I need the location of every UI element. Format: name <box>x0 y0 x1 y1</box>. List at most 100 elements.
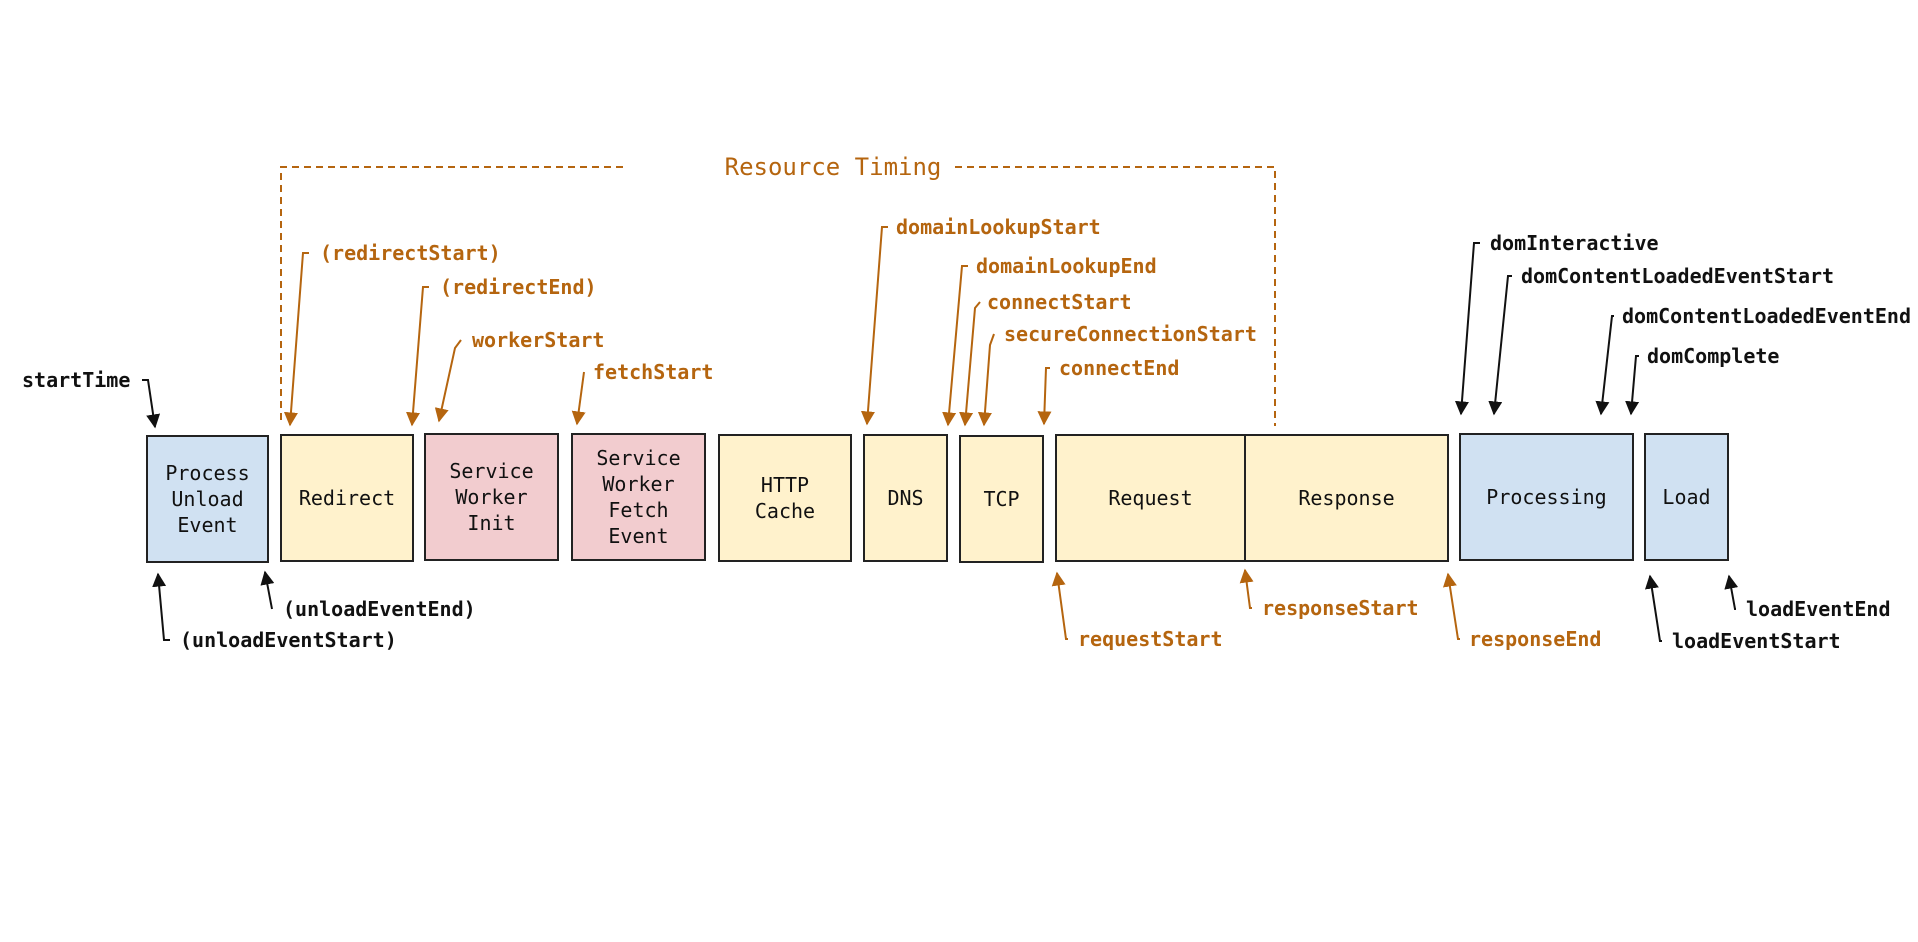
phase-label: Unload <box>171 487 243 511</box>
timestamp-label: loadEventEnd <box>1746 597 1891 621</box>
leader-arrow <box>1051 571 1068 640</box>
resource-timing-bracket: Resource Timing <box>280 153 1276 426</box>
leader-arrow <box>977 333 995 427</box>
marker-startTime: startTime <box>22 368 161 429</box>
leader-arrow <box>152 572 170 641</box>
phase-label: Processing <box>1486 485 1606 509</box>
phase-response: Response <box>1244 434 1449 562</box>
phase-processing: Processing <box>1459 433 1634 561</box>
leader-arrow <box>283 252 309 427</box>
marker-domContentLoadedEventStart: domContentLoadedEventStart <box>1488 264 1834 416</box>
marker-redirectEnd: (redirectEnd) <box>406 275 597 427</box>
timestamp-label: (redirectEnd) <box>440 275 597 299</box>
phase-label: Service <box>596 446 680 470</box>
timestamp-label: requestStart <box>1078 627 1223 651</box>
phase-label: Load <box>1662 485 1710 509</box>
phase-box <box>863 434 948 562</box>
leader-arrow <box>142 379 161 429</box>
timestamp-label: domainLookupStart <box>896 215 1101 239</box>
phase-box <box>1055 434 1246 562</box>
phase-label: Event <box>177 513 237 537</box>
leader-arrow <box>434 339 462 423</box>
timestamp-markers: startTime (unloadEventStart) (unloadEventE… <box>22 215 1911 653</box>
timestamp-label: (unloadEventStart) <box>180 628 397 652</box>
marker-loadEventStart: loadEventStart <box>1644 574 1841 653</box>
marker-domInteractive: domInteractive <box>1454 231 1659 416</box>
leader-arrow <box>942 265 968 427</box>
phase-box <box>146 435 269 563</box>
timestamp-label: (redirectStart) <box>320 241 501 265</box>
marker-loadEventEnd: loadEventEnd <box>1724 574 1891 621</box>
marker-domainLookupEnd: domainLookupEnd <box>942 254 1157 427</box>
marker-unloadEventEnd: (unloadEventEnd) <box>260 570 476 621</box>
marker-secureConnectionStart: secureConnectionStart <box>977 322 1257 427</box>
timestamp-label: connectEnd <box>1059 356 1179 380</box>
phase-label: Fetch <box>608 498 668 522</box>
leader-arrow <box>1488 275 1512 416</box>
timestamp-label: loadEventStart <box>1672 629 1841 653</box>
phase-label: Event <box>608 524 668 548</box>
timestamp-label: domContentLoadedEventStart <box>1521 264 1834 288</box>
phase-box <box>1459 433 1634 561</box>
marker-domComplete: domComplete <box>1625 344 1779 416</box>
marker-domainLookupStart: domainLookupStart <box>860 215 1101 426</box>
leader-arrow <box>260 570 275 610</box>
leader-arrow <box>1625 355 1640 416</box>
timestamp-label: startTime <box>22 368 130 392</box>
marker-responseEnd: responseEnd <box>1442 572 1601 651</box>
leader-arrow <box>1239 568 1254 609</box>
phase-label: Worker <box>602 472 674 496</box>
marker-fetchStart: fetchStart <box>571 360 713 426</box>
leader-arrow <box>1454 242 1480 416</box>
phase-box <box>718 434 852 562</box>
phase-label: Cache <box>755 499 815 523</box>
leader-arrow <box>406 286 429 427</box>
phase-dns: DNS <box>863 434 948 562</box>
timestamp-label: domComplete <box>1647 344 1779 368</box>
phase-label: HTTP <box>761 473 809 497</box>
phase-label: Redirect <box>299 486 395 510</box>
timestamp-label: (unloadEventEnd) <box>283 597 476 621</box>
timestamp-label: responseEnd <box>1469 627 1601 651</box>
phase-request: Request <box>1055 434 1246 562</box>
phase-label: Process <box>165 461 249 485</box>
phase-label: TCP <box>983 487 1019 511</box>
marker-unloadEventStart: (unloadEventStart) <box>152 572 397 652</box>
timestamp-label: fetchStart <box>593 360 713 384</box>
leader-arrow <box>1595 315 1614 416</box>
marker-domContentLoadedEventEnd: domContentLoadedEventEnd <box>1595 304 1911 416</box>
leader-arrow <box>959 301 981 427</box>
timestamp-label: domInteractive <box>1490 231 1659 255</box>
phase-label: Service <box>449 459 533 483</box>
marker-connectEnd: connectEnd <box>1037 356 1179 426</box>
phase-box <box>424 433 559 561</box>
marker-redirectStart: (redirectStart) <box>283 241 501 427</box>
leader-arrow <box>860 226 888 426</box>
phase-box <box>1244 434 1449 562</box>
leader-arrow <box>1037 367 1052 426</box>
timestamp-label: responseStart <box>1262 596 1419 620</box>
resource-timing-title: Resource Timing <box>725 153 942 181</box>
phase-label: DNS <box>887 486 923 510</box>
leader-arrow <box>1442 572 1460 640</box>
leader-arrow <box>1724 574 1739 610</box>
phase-box <box>1644 433 1729 561</box>
phase-label: Response <box>1298 486 1394 510</box>
phase-box <box>571 433 706 561</box>
timestamp-label: secureConnectionStart <box>1004 322 1257 346</box>
leader-arrow <box>571 371 586 426</box>
phase-label: Request <box>1108 486 1192 510</box>
timestamp-label: workerStart <box>472 328 604 352</box>
phase-redirect: Redirect <box>280 434 414 562</box>
marker-workerStart: workerStart <box>434 328 604 423</box>
phase-load: Load <box>1644 433 1729 561</box>
phase-label: Init <box>467 511 515 535</box>
leader-arrow <box>1644 574 1662 642</box>
marker-responseStart: responseStart <box>1239 568 1419 620</box>
phase-boxes: ProcessUnloadEventRedirectServiceWorkerI… <box>146 433 1729 563</box>
phase-box <box>280 434 414 562</box>
